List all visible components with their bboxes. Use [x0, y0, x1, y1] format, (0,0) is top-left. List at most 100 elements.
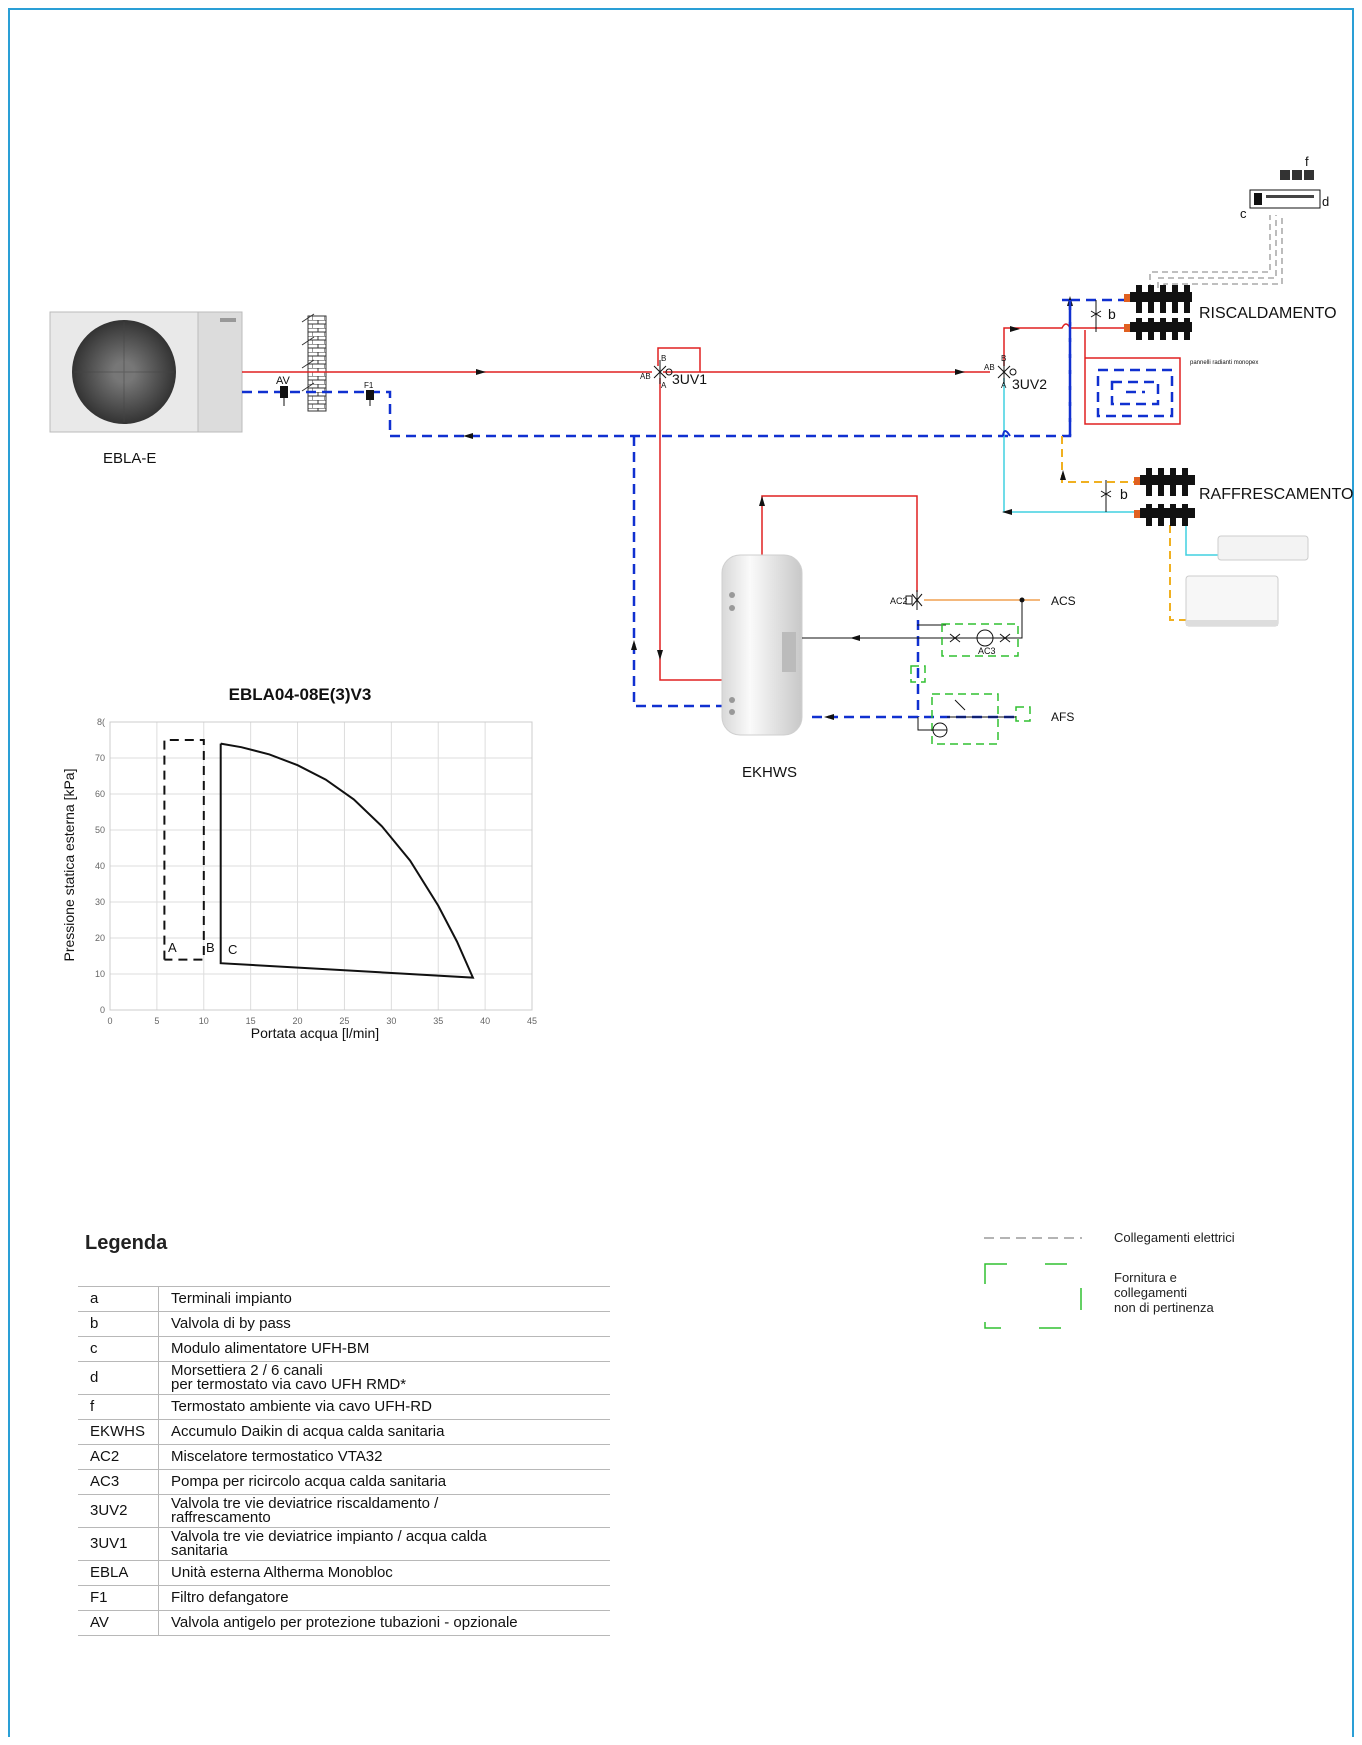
supply-boxes	[910, 623, 1031, 745]
chart-annotation-b: B	[206, 940, 215, 955]
chart-ylabel: Pressione statica esterna [kPa]	[61, 769, 77, 962]
chart-x-tick-label: 35	[433, 1016, 443, 1026]
chart-annotation-a: A	[168, 940, 177, 955]
cooling-label: RAFFRESCAMENTO	[1199, 486, 1353, 503]
pump-ac3	[949, 629, 1011, 647]
legend-code: d	[78, 1361, 159, 1395]
supply-legend-text: Fornitura e collegamenti non di pertinen…	[1114, 1270, 1214, 1315]
tank-ekhws	[721, 554, 803, 736]
legend-desc: Modulo alimentatore UFH-BM	[158, 1336, 610, 1362]
chart-y-tick-label: 50	[95, 825, 105, 835]
chart-x-tick-label: 10	[199, 1016, 209, 1026]
supply-legend-box	[984, 1263, 1082, 1329]
svg-text:A: A	[1001, 381, 1007, 390]
f1-label: F1	[364, 381, 374, 390]
legend-desc: Unità esterna Altherma Monobloc	[158, 1560, 610, 1586]
legend-code: EBLA	[78, 1560, 159, 1586]
ac2-label: AC2	[890, 596, 908, 606]
chart-y-tick-label: 70	[95, 753, 105, 763]
valve-3uv2-label: 3UV2	[1012, 376, 1047, 392]
ac3-label: AC3	[978, 646, 996, 656]
wall-icon	[307, 315, 327, 412]
chart-x-tick-label: 0	[107, 1016, 112, 1026]
cooling-manifold	[1134, 468, 1195, 526]
label-c: c	[1240, 206, 1247, 221]
page-frame	[8, 8, 1354, 1737]
legend-desc: Valvola antigelo per protezione tubazion…	[158, 1610, 610, 1636]
av-label: AV	[276, 375, 291, 387]
outdoor-unit-ebla	[49, 311, 243, 433]
fan-coil-units	[1185, 535, 1309, 627]
svg-text:B: B	[1001, 354, 1006, 363]
filter-f1	[366, 390, 374, 406]
legend-code: 3UV2	[78, 1494, 159, 1528]
chart-y-tick-label: 10	[95, 969, 105, 979]
legend-desc: Valvola tre vie deviatrice riscaldamento…	[158, 1494, 610, 1528]
label-d: d	[1322, 194, 1329, 209]
legend-code: a	[78, 1286, 159, 1312]
chart-y-tick-label: 40	[95, 861, 105, 871]
chart-x-tick-label: 30	[386, 1016, 396, 1026]
afs-label: AFS	[1051, 710, 1074, 724]
cooling-return-yellow	[1061, 436, 1186, 621]
legend-desc: Valvola di by pass	[158, 1311, 610, 1337]
svg-text:A: A	[661, 381, 667, 390]
chart-annotation-c: C	[228, 942, 237, 957]
legend-code: b	[78, 1311, 159, 1337]
chart-series-b	[219, 742, 475, 979]
legend-desc: Termostato ambiente via cavo UFH-RD	[158, 1394, 610, 1420]
legend-code: 3UV1	[78, 1527, 159, 1561]
chart-y-tick-label: 30	[95, 897, 105, 907]
return-pipes-blue	[242, 298, 1174, 719]
thermostat-module	[1249, 170, 1321, 209]
label-f: f	[1305, 154, 1309, 169]
legend-code: c	[78, 1336, 159, 1362]
chart-y-tick-label: 20	[95, 933, 105, 943]
bypass-label-heating: b	[1108, 306, 1116, 322]
legend-code: AC2	[78, 1444, 159, 1470]
chart-y-tick-label: 8(	[97, 717, 105, 727]
svg-text:AB: AB	[640, 372, 651, 381]
legend-code: f	[78, 1394, 159, 1420]
electrical-legend-text: Collegamenti elettrici	[1114, 1230, 1235, 1245]
chart-x-tick-label: 5	[154, 1016, 159, 1026]
chart-x-tick-label: 40	[480, 1016, 490, 1026]
chart-title: EBLA04-08E(3)V3	[229, 685, 372, 704]
chart-x-tick-label: 15	[246, 1016, 256, 1026]
legend-desc: Pompa per ricircolo acqua calda sanitari…	[158, 1469, 610, 1495]
chart-series	[163, 739, 475, 979]
legend-desc: Accumulo Daikin di acqua calda sanitaria	[158, 1419, 610, 1445]
legend-code: AV	[78, 1610, 159, 1636]
chart-x-tick-label: 45	[527, 1016, 537, 1026]
legend-code: F1	[78, 1585, 159, 1611]
legend-desc: Valvola tre vie deviatrice impianto / ac…	[158, 1527, 610, 1561]
chart-x-tick-label: 20	[293, 1016, 303, 1026]
acs-label: ACS	[1051, 594, 1076, 608]
legend-code: EKWHS	[78, 1419, 159, 1445]
outdoor-unit-label: EBLA-E	[103, 450, 156, 467]
tank-label: EKHWS	[742, 764, 797, 781]
heating-label: RISCALDAMENTO	[1199, 305, 1337, 322]
antifreeze-valve-av	[280, 386, 288, 406]
valve-3uv1	[653, 360, 673, 384]
svg-text:AB: AB	[984, 363, 995, 372]
chart-x-tick-label: 25	[339, 1016, 349, 1026]
chart-series-a	[163, 739, 205, 961]
panels-label: pannelli radianti monopex	[1190, 360, 1258, 366]
bypass-label-cooling: b	[1120, 486, 1128, 502]
valve-3uv1-label: 3UV1	[672, 371, 707, 387]
chart-plot-frame	[109, 721, 533, 1011]
